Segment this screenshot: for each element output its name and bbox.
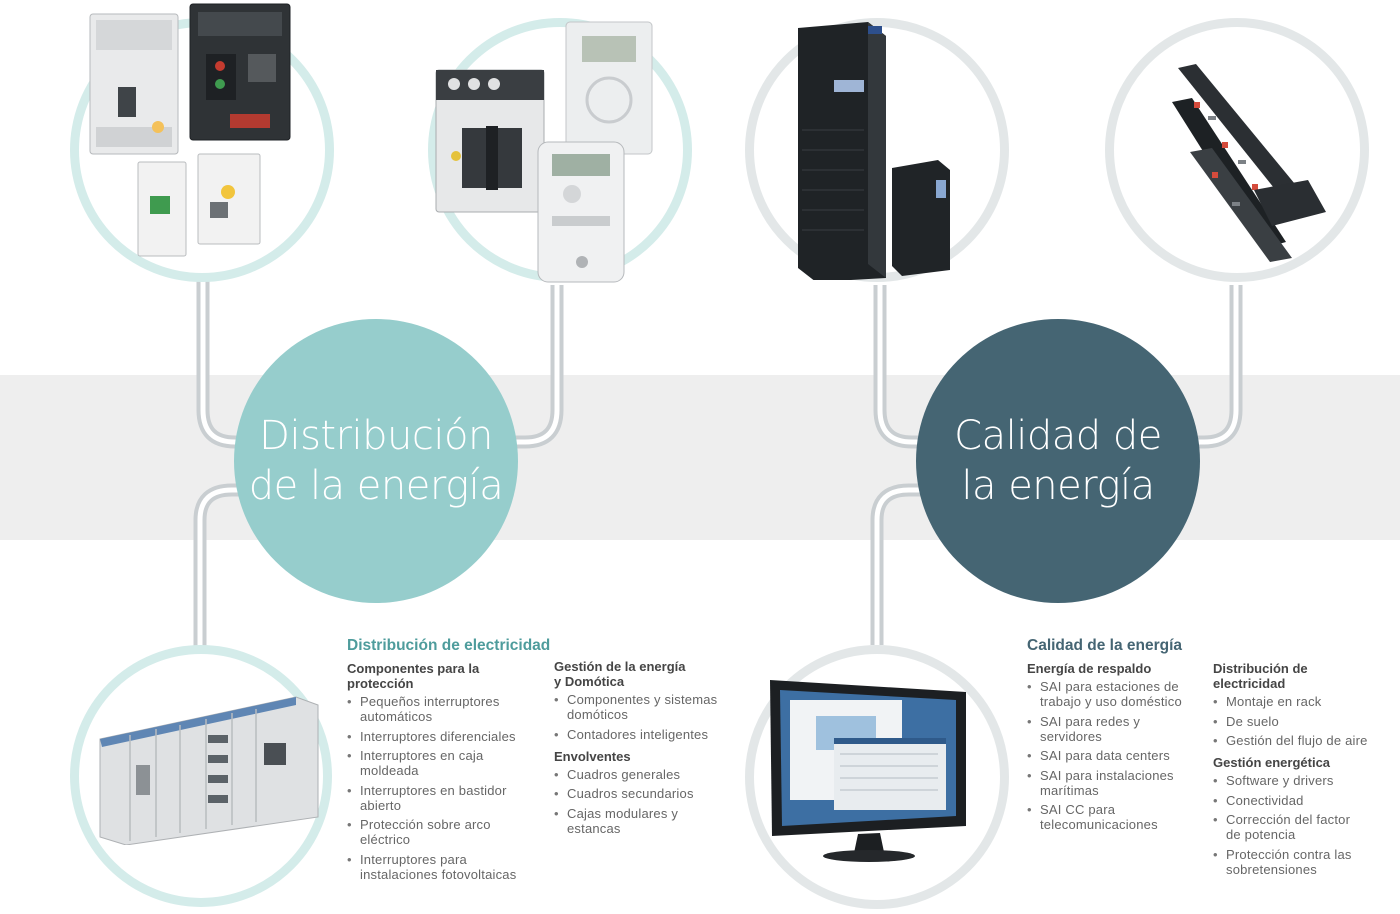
circuit-breakers-photo bbox=[89, 3, 291, 257]
quality-hub-line2: la energía bbox=[961, 463, 1155, 509]
switch-disconnector-meter-thermostat-photo bbox=[435, 21, 653, 283]
list-item: Cuadros generales bbox=[554, 767, 744, 782]
quality-details: Calidad de la energía Energía de respald… bbox=[1027, 637, 1387, 877]
group-title: Energía de respaldo bbox=[1027, 661, 1152, 676]
list-item: Cuadros secundarios bbox=[554, 786, 744, 801]
distribution-hub-line1: Distribución bbox=[259, 413, 493, 459]
bullet-list: Montaje en rack De sueloGestión del flujo… bbox=[1213, 694, 1393, 748]
quality-col2: Distribución deelectricidadMontaje en ra… bbox=[1213, 661, 1393, 884]
connector-monitor bbox=[870, 483, 925, 645]
list-item: Gestión del flujo de aire bbox=[1213, 733, 1393, 748]
connector-ups bbox=[873, 285, 925, 449]
switchgear-cabinet-photo bbox=[99, 696, 319, 845]
list-item: Conectividad bbox=[1213, 793, 1393, 808]
list-item: SAI para data centers bbox=[1027, 748, 1212, 763]
bullet-list: Software y driversConectividadCorrección… bbox=[1213, 773, 1393, 877]
list-item: Montaje en rack bbox=[1213, 694, 1393, 709]
distribution-heading: Distribución de electricidad bbox=[347, 637, 551, 654]
monitor-software-photo bbox=[770, 680, 966, 862]
bullet-list: Componentes y sistemasdomóticosContadore… bbox=[554, 692, 744, 742]
list-item: Software y drivers bbox=[1213, 773, 1393, 788]
quality-col1: Energía de respaldoSAI para estaciones d… bbox=[1027, 661, 1212, 839]
bullet-list: Cuadros generalesCuadros secundariosCaja… bbox=[554, 767, 744, 836]
connector-meters bbox=[505, 285, 564, 449]
list-item: De suelo bbox=[1213, 714, 1393, 729]
distribution-details: Distribución de electricidad Componentes… bbox=[347, 637, 747, 882]
connector-pdu bbox=[1190, 285, 1243, 449]
distribution-hub: Distribución de la energía bbox=[234, 319, 518, 603]
connector-switchgear bbox=[193, 483, 250, 650]
bullet-list: Pequeños interruptoresautomáticosInterru… bbox=[347, 694, 547, 882]
quality-heading: Calidad de la energía bbox=[1027, 637, 1183, 654]
distribution-col1: Componentes para laprotecciónPequeños in… bbox=[347, 661, 547, 889]
rack-pdu-photo bbox=[1172, 64, 1326, 262]
pdu-product-circle bbox=[1105, 18, 1369, 282]
group-title: Gestión energética bbox=[1213, 755, 1331, 770]
group-title: Envolventes bbox=[554, 748, 631, 764]
quality-hub-line1: Calidad de bbox=[954, 413, 1162, 459]
quality-hub: Calidad de la energía bbox=[916, 319, 1200, 603]
list-item: Interruptores diferenciales bbox=[347, 729, 547, 744]
ups-tower-photo bbox=[798, 22, 950, 280]
distribution-hub-line2: de la energía bbox=[248, 463, 504, 509]
list-item: Contadores inteligentes bbox=[554, 727, 744, 742]
